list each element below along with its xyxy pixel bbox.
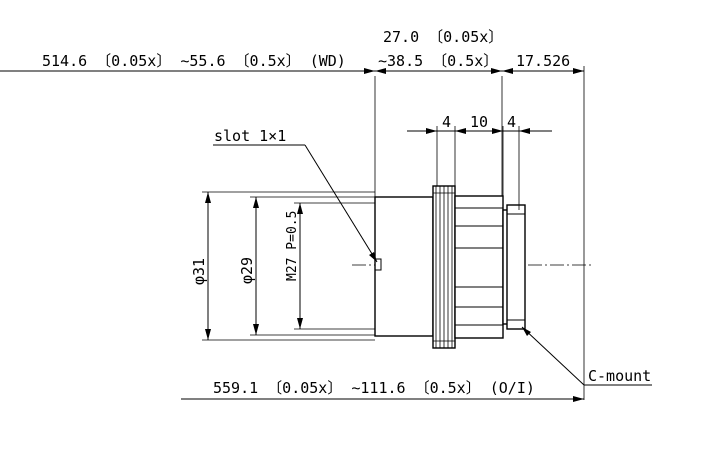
dia-outer-label: φ31	[190, 258, 208, 285]
length-label-a: 27.0 〔0.05x〕	[383, 28, 503, 46]
thread-label: M27 P=0.5	[285, 211, 300, 281]
slot-callout: slot 1×1	[213, 127, 378, 263]
rear-body	[454, 195, 504, 339]
lens-body	[374, 185, 526, 349]
rear-body-steps	[455, 207, 503, 326]
flange-label: 17.526	[516, 52, 570, 70]
segment-label-a: 4	[442, 113, 451, 131]
c-mount-thread	[506, 204, 526, 330]
oi-dimension: 559.1 〔0.05x〕 ∼111.6 〔0.5x〕 (O/I)	[181, 379, 584, 402]
extension-lines	[202, 66, 585, 400]
flange-dimension: 17.526	[502, 52, 584, 74]
length-dimension: 27.0 〔0.05x〕 ∼38.5 〔0.5x〕	[375, 28, 503, 74]
knurl-lines	[433, 186, 455, 348]
mount-label: C-mount	[588, 367, 651, 385]
segment-label-b: 10	[470, 113, 488, 131]
segment-label-c: 4	[507, 113, 516, 131]
dia-outer-dimension: φ31	[190, 192, 211, 340]
slot-notch	[375, 258, 382, 271]
segment-dimensions: 4 10 4	[407, 113, 552, 134]
dia-inner-label: φ29	[238, 257, 256, 284]
mount-callout: C-mount	[521, 326, 652, 386]
length-label-b: ∼38.5 〔0.5x〕	[378, 52, 498, 70]
wd-label: 514.6 〔0.05x〕 ∼55.6 〔0.5x〕 (WD)	[42, 52, 346, 70]
slot-label: slot 1×1	[214, 127, 286, 145]
oi-label: 559.1 〔0.05x〕 ∼111.6 〔0.5x〕 (O/I)	[213, 379, 535, 397]
thread-dimension: M27 P=0.5	[285, 203, 303, 329]
front-barrel	[374, 196, 434, 337]
dia-inner-dimension: φ29	[238, 197, 259, 335]
wd-dimension: 514.6 〔0.05x〕 ∼55.6 〔0.5x〕 (WD)	[0, 52, 375, 74]
